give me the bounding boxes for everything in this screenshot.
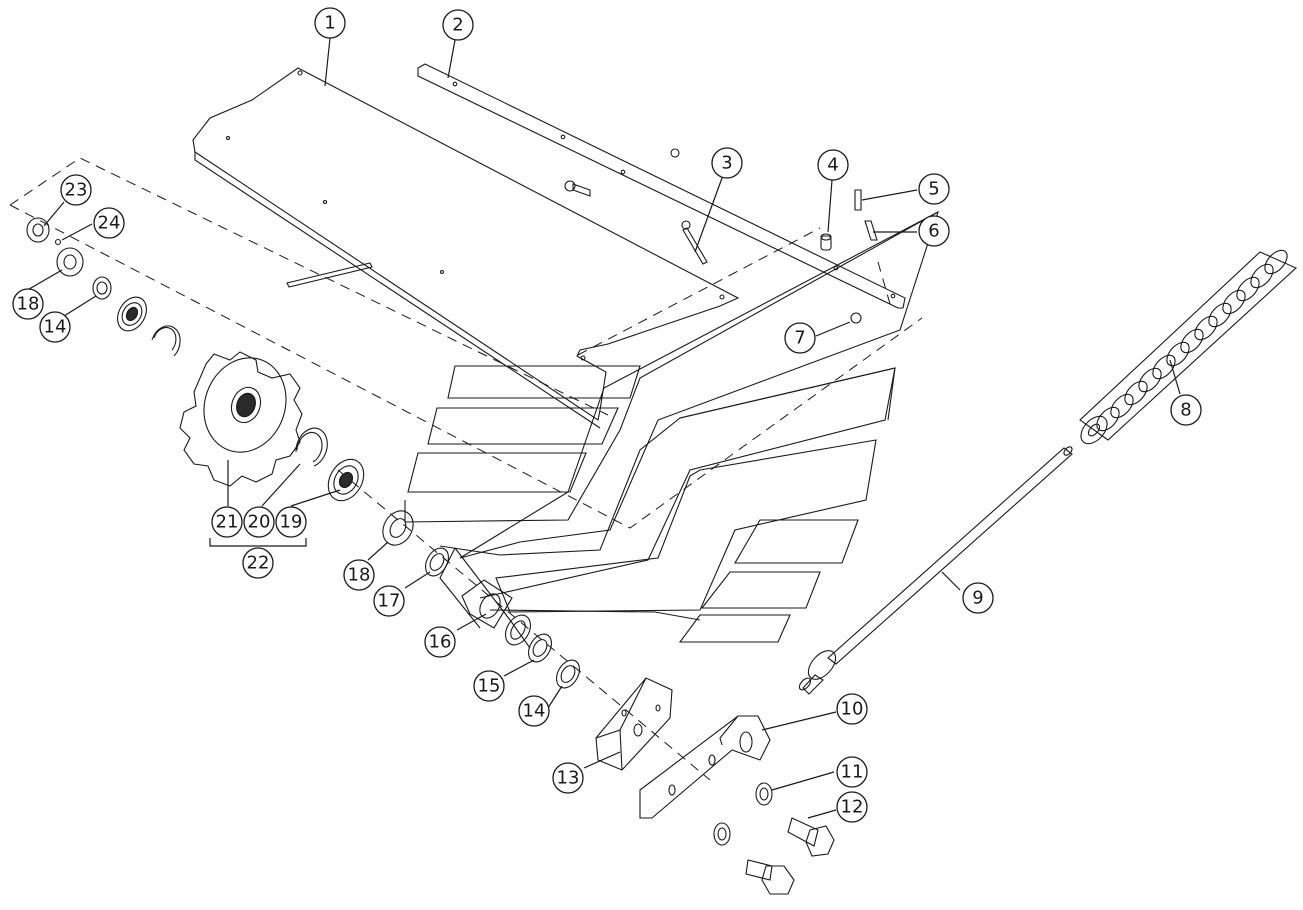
part-2-long-bar <box>417 63 906 309</box>
bearing-upper <box>117 296 147 332</box>
callout-label: 22 <box>247 553 270 574</box>
callout-23: 23 <box>60 174 92 206</box>
part-17-washer <box>424 547 450 577</box>
callout-22: 22 <box>242 547 274 579</box>
dashed-assembly-lines <box>9 157 923 781</box>
callout-label: 15 <box>478 676 501 697</box>
part-13-block <box>595 677 673 771</box>
snap-ring-upper <box>151 325 181 357</box>
part-20-snap-ring <box>295 427 328 467</box>
bolt-lower <box>745 859 795 895</box>
callout-label: 18 <box>17 294 40 315</box>
part-1-cover-plate <box>192 67 740 429</box>
callout-label: 24 <box>98 213 121 234</box>
callout-label: 9 <box>972 588 983 609</box>
callout-label: 2 <box>452 15 463 36</box>
callout-label: 6 <box>928 221 939 242</box>
callout-12: 12 <box>836 791 868 823</box>
callout-20: 20 <box>243 506 275 538</box>
callout-16: 16 <box>424 626 456 658</box>
part-18-washer-upper <box>56 247 84 277</box>
callout-3: 3 <box>711 147 743 179</box>
part-12-bolt <box>787 817 835 857</box>
callout-19: 19 <box>275 506 307 538</box>
callout-4: 4 <box>817 149 849 181</box>
callout-label: 20 <box>248 512 271 533</box>
callout-label: 17 <box>378 591 401 612</box>
callout-label: 16 <box>429 632 452 653</box>
callout-8: 8 <box>1170 394 1202 426</box>
part-18-washer-lower <box>382 510 414 546</box>
part-16-housing <box>461 579 513 629</box>
callout-14-left: 14 <box>39 311 71 343</box>
callout-5: 5 <box>918 173 950 205</box>
callout-label: 11 <box>841 762 864 783</box>
callout-9: 9 <box>962 582 994 614</box>
spiral-flights <box>1096 249 1288 432</box>
part-14-washer-left <box>92 276 112 300</box>
callout-label: 18 <box>348 565 371 586</box>
leader-lines <box>23 37 1181 819</box>
part-7-nut <box>850 312 862 324</box>
callout-1: 1 <box>314 7 346 39</box>
callout-7: 7 <box>784 322 816 354</box>
callout-6: 6 <box>918 215 950 247</box>
callout-15: 15 <box>473 670 505 702</box>
callout-11: 11 <box>836 756 868 788</box>
part-19-bearing <box>327 458 365 502</box>
callout-label: 8 <box>1180 400 1191 421</box>
bearing-mid <box>505 614 531 646</box>
part-4-spacer <box>820 233 832 251</box>
callout-label: 19 <box>280 512 303 533</box>
callout-2: 2 <box>442 9 474 41</box>
callout-10: 10 <box>836 693 868 725</box>
part-8-spiral-roller <box>1079 249 1297 445</box>
part-6-pin <box>864 220 878 241</box>
part-24-screw <box>54 238 62 246</box>
part-10-bracket <box>639 715 771 819</box>
callout-label: 23 <box>65 180 88 201</box>
callout-label: 4 <box>827 155 838 176</box>
callout-label: 12 <box>841 797 864 818</box>
callout-24: 24 <box>93 207 125 239</box>
part-5-pin <box>854 189 862 211</box>
callout-label: 14 <box>44 317 67 338</box>
part-14-washer-right <box>555 659 581 689</box>
callout-label: 13 <box>557 768 580 789</box>
callout-label: 10 <box>841 699 864 720</box>
callout-label: 1 <box>324 13 335 34</box>
part-11-washer <box>755 782 773 806</box>
part-3-bolt <box>681 220 708 265</box>
part-15-bearing <box>527 633 553 663</box>
chevron-shield <box>404 210 939 649</box>
part-23-cap <box>26 217 50 243</box>
callout-label: 3 <box>721 153 732 174</box>
callout-label: 7 <box>794 328 805 349</box>
callout-13: 13 <box>552 762 584 794</box>
callout-18-lower: 18 <box>343 559 375 591</box>
callout-label: 5 <box>928 179 939 200</box>
callout-17: 17 <box>373 585 405 617</box>
part-9-shaft <box>798 446 1073 695</box>
washer-lower <box>713 822 731 846</box>
callout-label: 14 <box>523 701 546 722</box>
callout-18-upper: 18 <box>12 288 44 320</box>
part-21-sprocket <box>179 351 303 487</box>
callout-14-right: 14 <box>518 695 550 727</box>
callout-label: 21 <box>216 512 239 533</box>
callout-21: 21 <box>211 506 243 538</box>
